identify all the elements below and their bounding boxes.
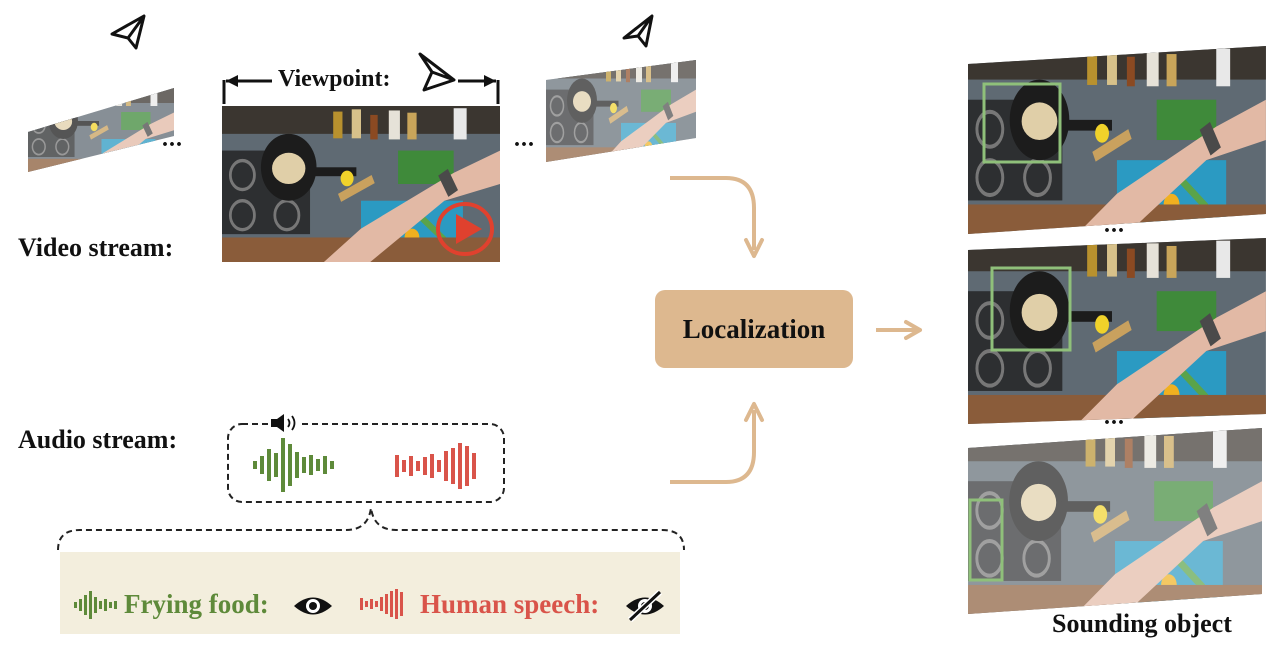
legend-frying-food: Frying food: [124, 589, 269, 619]
output-frame-3 [968, 428, 1262, 614]
viewpoint-bracket [222, 70, 500, 106]
output-frame-1 [968, 46, 1266, 234]
audio-stream-label: Audio stream: [18, 425, 178, 454]
legend-box [60, 552, 680, 634]
speech-waveform-icon [392, 440, 484, 494]
legend-brace [56, 506, 686, 552]
audio-waveform-box [226, 422, 506, 504]
ellipsis-left: ... [162, 126, 183, 152]
frying-waveform-small-icon [72, 590, 120, 620]
camera-icon [620, 12, 656, 48]
speech-waveform-small-icon [358, 588, 410, 620]
video-frame-left [28, 44, 174, 172]
arrow-to-output [874, 318, 924, 342]
localization-box: Localization [655, 290, 853, 368]
eye-slash-icon [624, 589, 666, 623]
video-frame-right [546, 40, 696, 162]
arrow-from-audio [666, 400, 776, 490]
ellipsis-output-1: ... [1104, 212, 1125, 238]
ellipsis-output-2: ... [1104, 404, 1125, 430]
ellipsis-right: ... [514, 126, 535, 152]
legend-human-speech: Human speech: [420, 589, 600, 619]
arrow-from-video [666, 170, 776, 260]
output-frame-2 [968, 238, 1266, 424]
camera-icon [414, 50, 458, 94]
play-icon [434, 200, 496, 258]
video-stream-label: Video stream: [18, 233, 174, 262]
viewpoint-label: Viewpoint: [278, 66, 391, 92]
camera-icon [108, 12, 148, 52]
speaker-icon [268, 412, 302, 434]
frying-waveform-icon [250, 436, 340, 494]
sounding-object-label: Sounding object [1052, 609, 1232, 638]
eye-icon [292, 593, 334, 619]
